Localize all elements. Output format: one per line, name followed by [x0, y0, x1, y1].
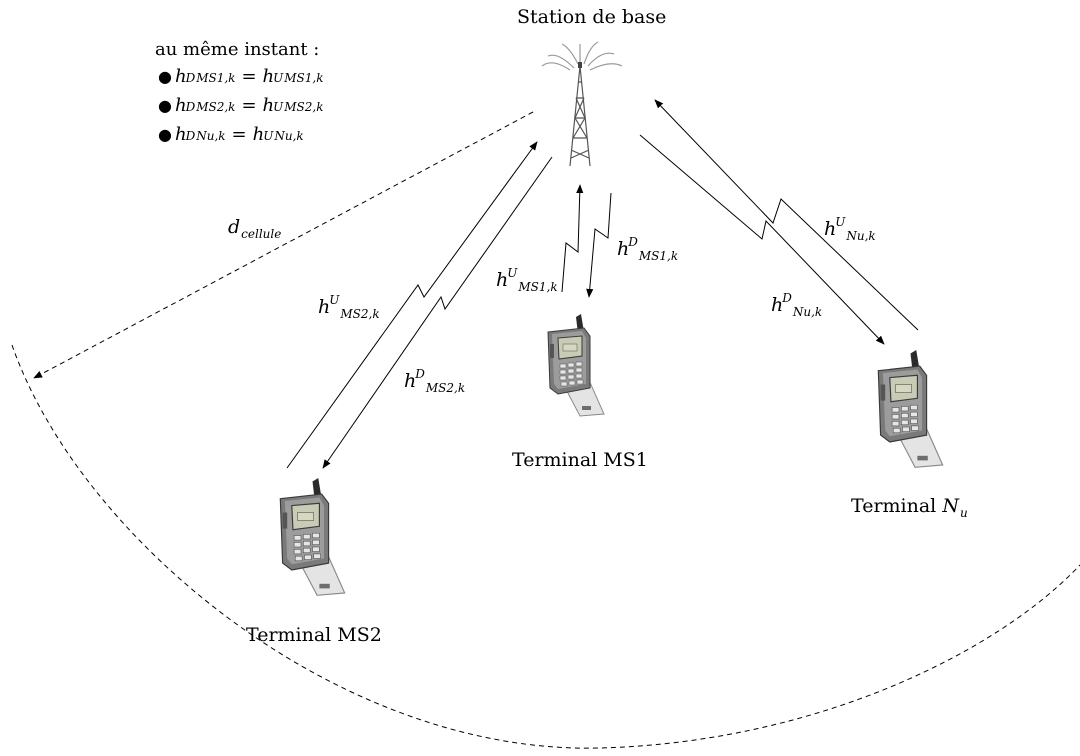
link-nu-down — [639, 134, 885, 345]
label-ms2-up: hUMS2,k — [318, 293, 380, 321]
mobile-phone-icon — [547, 313, 605, 417]
legend-heading: au même instant : — [155, 39, 320, 60]
antenna-tower-icon — [541, 41, 623, 167]
link-ms1-up — [561, 184, 584, 293]
terminal-ms1-label: Terminal MS1 — [512, 449, 648, 471]
mobile-phone-icon — [877, 349, 944, 468]
cell-radius-arrow — [33, 111, 534, 379]
label-ms1-up: hUMS1,k — [496, 266, 558, 294]
terminal-nu-label: Terminal Nu — [851, 495, 968, 520]
base-station-label: Station de base — [517, 6, 667, 28]
mobile-phone-icon — [279, 477, 346, 596]
link-ms2-down — [322, 156, 553, 469]
label-nu-up: hUNu,k — [824, 215, 876, 243]
terminal-ms2-label: Terminal MS2 — [246, 624, 382, 646]
link-nu-up — [654, 99, 919, 331]
link-ms1-down — [586, 192, 612, 298]
label-ms2-down: hDMS2,k — [404, 367, 466, 395]
label-ms1-down: hDMS1,k — [617, 235, 679, 263]
cell-boundary — [11, 344, 1080, 749]
label-nu-down: hDNu,k — [771, 291, 823, 319]
link-ms2-up — [286, 141, 538, 469]
cell-radius-label: dcellule — [228, 216, 282, 241]
